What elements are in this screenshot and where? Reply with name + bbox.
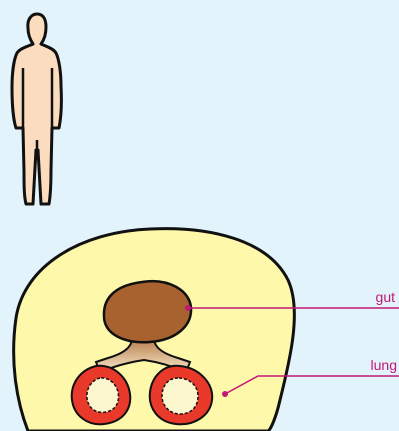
lung-leader-dot <box>222 391 228 397</box>
gut-organ <box>104 281 191 342</box>
lung-left <box>72 366 131 424</box>
human-body-shape <box>12 14 61 204</box>
lung-right-inner <box>162 378 198 414</box>
gut-label: gut <box>376 289 396 305</box>
cross-section <box>14 229 295 431</box>
human-figure <box>12 14 61 204</box>
gut-leader-dot <box>185 305 191 311</box>
lung-label: lung <box>371 357 397 373</box>
